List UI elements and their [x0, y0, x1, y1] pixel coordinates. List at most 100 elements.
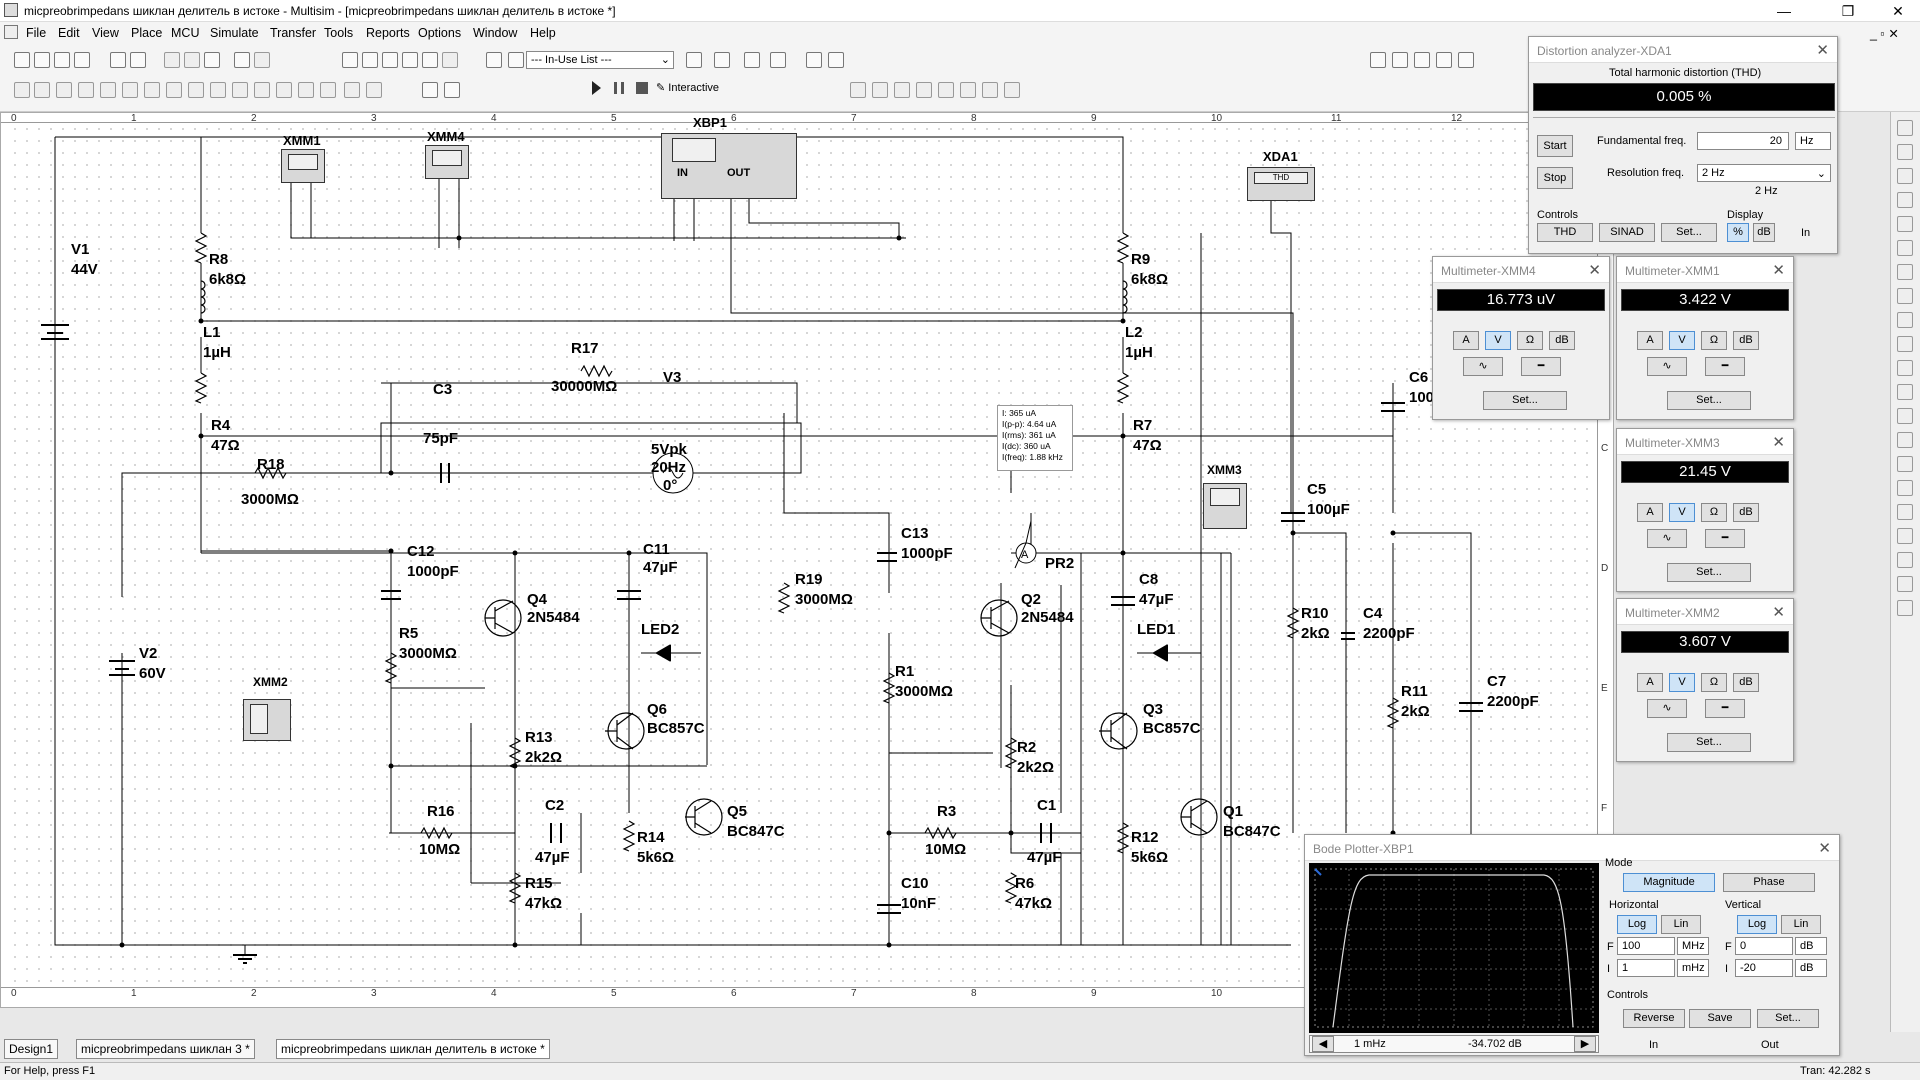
close-icon[interactable]: ✕: [1588, 262, 1601, 279]
v-initial-input[interactable]: -20: [1735, 959, 1793, 977]
bode-plotter-symbol[interactable]: [661, 133, 797, 199]
menu-view[interactable]: View: [92, 26, 119, 40]
close-icon[interactable]: ✕: [1818, 840, 1831, 857]
annotation-icon[interactable]: [686, 52, 702, 68]
decibel-button[interactable]: dB: [1733, 673, 1759, 692]
rf-icon[interactable]: [276, 82, 292, 98]
in-use-list-dropdown[interactable]: --- In-Use List ---⌄: [526, 51, 674, 69]
ac-mode-icon[interactable]: ∿: [1463, 357, 1503, 376]
thd-button[interactable]: THD: [1537, 223, 1593, 242]
undo-icon[interactable]: [234, 52, 250, 68]
oscilloscope-icon[interactable]: [1897, 192, 1913, 208]
probe-ref-icon[interactable]: [982, 82, 998, 98]
cursor-right-icon[interactable]: ▶: [1574, 1036, 1596, 1052]
zoom-out-icon[interactable]: [1392, 52, 1408, 68]
misc-icon[interactable]: [254, 82, 270, 98]
menu-help[interactable]: Help: [530, 26, 556, 40]
transfer-icon[interactable]: [714, 52, 730, 68]
ammeter-button[interactable]: A: [1637, 503, 1663, 522]
erc-icon[interactable]: [442, 52, 458, 68]
dc-mode-icon[interactable]: ━: [1705, 357, 1745, 376]
indicator-icon[interactable]: [210, 82, 226, 98]
save-button[interactable]: Save: [1689, 1009, 1751, 1028]
logic-analyzer-icon[interactable]: [1897, 336, 1913, 352]
h-initial-unit[interactable]: mHz: [1677, 959, 1709, 977]
redo-icon[interactable]: [254, 52, 270, 68]
find-icon[interactable]: [806, 52, 822, 68]
network-analyzer-icon[interactable]: [1897, 432, 1913, 448]
electromechanical-icon[interactable]: [298, 82, 314, 98]
ac-mode-icon[interactable]: ∿: [1647, 357, 1687, 376]
start-button[interactable]: Start: [1537, 135, 1573, 157]
probe-settings-icon[interactable]: [1004, 82, 1020, 98]
decibel-button[interactable]: dB: [1549, 331, 1575, 350]
db-button[interactable]: dB: [1753, 223, 1775, 242]
wattmeter-icon[interactable]: [1897, 168, 1913, 184]
component-wizard-icon[interactable]: [486, 52, 502, 68]
agilent-generator-icon[interactable]: [1897, 456, 1913, 472]
zoom-area-icon[interactable]: [1414, 52, 1430, 68]
v-final-input[interactable]: 0: [1735, 937, 1793, 955]
minimize-button[interactable]: —: [1777, 3, 1791, 19]
zoom-in-icon[interactable]: [1370, 52, 1386, 68]
full-screen-icon[interactable]: [1458, 52, 1474, 68]
menu-window[interactable]: Window: [473, 26, 518, 40]
probe-tool-icon[interactable]: [850, 82, 866, 98]
ttl-icon[interactable]: [122, 82, 138, 98]
ac-mode-icon[interactable]: ∿: [1647, 699, 1687, 718]
ammeter-button[interactable]: A: [1637, 673, 1663, 692]
multimeter-settings-button[interactable]: Set...: [1483, 391, 1567, 410]
multimeter-xmm3-symbol[interactable]: [1203, 483, 1247, 529]
mdi-controls[interactable]: _ ▫ ✕: [1870, 27, 1899, 41]
agilent-scope-icon[interactable]: [1897, 504, 1913, 520]
spreadsheet-icon[interactable]: [362, 52, 378, 68]
grapher-icon[interactable]: [402, 52, 418, 68]
resolution-freq-select[interactable]: 2 Hz⌄: [1697, 164, 1831, 182]
back-annotate-icon[interactable]: [744, 52, 760, 68]
close-icon[interactable]: ✕: [1772, 434, 1785, 451]
dc-mode-icon[interactable]: ━: [1705, 699, 1745, 718]
horizontal-lin-button[interactable]: Lin: [1661, 915, 1701, 934]
forward-annotate-icon[interactable]: [770, 52, 786, 68]
bode-settings-button[interactable]: Set...: [1757, 1009, 1819, 1028]
reverse-button[interactable]: Reverse: [1623, 1009, 1685, 1028]
menu-place[interactable]: Place: [131, 26, 163, 40]
pause-icon[interactable]: [614, 82, 624, 94]
mcu-icon[interactable]: [320, 82, 336, 98]
stop-button[interactable]: Stop: [1537, 167, 1573, 189]
word-generator-icon[interactable]: [1897, 288, 1913, 304]
close-icon[interactable]: ✕: [1772, 604, 1785, 621]
agilent-multimeter-icon[interactable]: [1897, 480, 1913, 496]
voltmeter-button[interactable]: V: [1485, 331, 1511, 350]
interactive-mode[interactable]: ✎ Interactive: [656, 82, 720, 94]
bus-icon[interactable]: [366, 82, 382, 98]
tab-design1[interactable]: Design1: [4, 1039, 59, 1059]
multimeter-xmm4-symbol[interactable]: [425, 145, 469, 179]
open-folder-icon[interactable]: [34, 52, 50, 68]
dc-mode-icon[interactable]: ━: [1521, 357, 1561, 376]
logic-converter-icon[interactable]: [1897, 312, 1913, 328]
ohmmeter-button[interactable]: Ω: [1701, 503, 1727, 522]
menu-edit[interactable]: Edit: [58, 26, 80, 40]
fundamental-freq-input[interactable]: 20: [1697, 132, 1789, 150]
print-preview-icon[interactable]: [130, 52, 146, 68]
probe-current-icon[interactable]: [894, 82, 910, 98]
ohmmeter-button[interactable]: Ω: [1517, 331, 1543, 350]
probe-voltage-icon[interactable]: [872, 82, 888, 98]
place-wire-icon[interactable]: [422, 82, 438, 98]
h-final-unit[interactable]: MHz: [1677, 937, 1709, 955]
paste-icon[interactable]: [204, 52, 220, 68]
v-final-unit[interactable]: dB: [1795, 937, 1827, 955]
v-initial-unit[interactable]: dB: [1795, 959, 1827, 977]
probe-power-icon[interactable]: [916, 82, 932, 98]
distortion-analyzer-tool-icon[interactable]: [1897, 384, 1913, 400]
source-icon[interactable]: [14, 82, 30, 98]
voltmeter-button[interactable]: V: [1669, 503, 1695, 522]
menu-simulate[interactable]: Simulate: [210, 26, 259, 40]
diode-icon[interactable]: [56, 82, 72, 98]
zoom-sheet-icon[interactable]: [1436, 52, 1452, 68]
analog-icon[interactable]: [100, 82, 116, 98]
place-junction-icon[interactable]: [444, 82, 460, 98]
tab-shiklan-3[interactable]: micpreobrimpedans шиклан 3 *: [76, 1039, 255, 1059]
tektronix-scope-icon[interactable]: [1897, 528, 1913, 544]
